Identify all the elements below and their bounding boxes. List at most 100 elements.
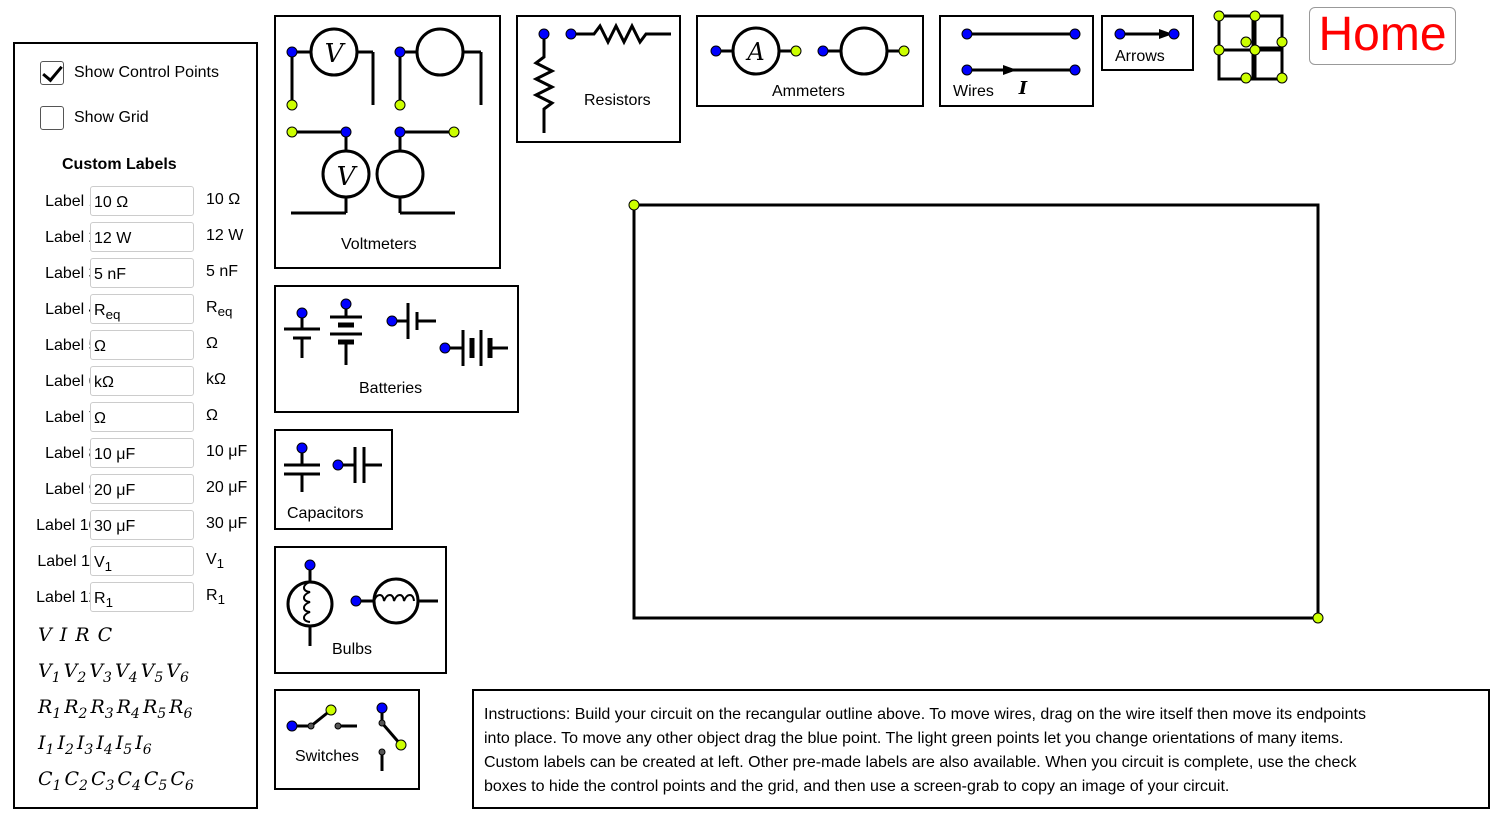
grid-tool-icon[interactable] — [1212, 10, 1288, 85]
math-symbol[interactable]: R5 — [142, 696, 167, 722]
custom-label-name: Label 3: — [45, 265, 102, 282]
voltmeters-label: Voltmeters — [341, 236, 417, 253]
math-symbol[interactable]: R4 — [116, 696, 140, 722]
math-symbol[interactable]: C4 — [117, 768, 141, 794]
home-button[interactable]: Home — [1309, 7, 1456, 65]
custom-label-input[interactable]: 10 μF — [90, 438, 194, 468]
math-symbol[interactable]: R1 — [38, 696, 62, 722]
custom-label-preview: 12 W — [206, 227, 244, 244]
custom-label-input[interactable]: V1 — [90, 546, 194, 576]
math-symbol[interactable]: V4 — [114, 660, 138, 686]
capacitor-symbols[interactable] — [274, 429, 393, 530]
circuit-outline[interactable] — [628, 198, 1328, 628]
outline-corner-handle-top-left[interactable] — [628, 199, 640, 211]
math-symbol[interactable]: I5 — [115, 732, 133, 758]
voltmeter-symbol-2: V — [337, 162, 358, 192]
bulbs-label: Bulbs — [332, 641, 373, 658]
switch-symbols[interactable] — [274, 689, 420, 790]
math-symbol[interactable]: R3 — [90, 696, 114, 722]
arrows-palette — [1101, 15, 1194, 71]
custom-label-name: Label 1: — [45, 193, 102, 210]
custom-label-input[interactable]: Ω — [90, 402, 194, 432]
bulb-symbols[interactable] — [274, 546, 447, 674]
wire-current-symbol: I — [1018, 78, 1028, 99]
math-symbol[interactable]: I2 — [57, 732, 74, 758]
custom-label-name: Label 10: — [36, 517, 102, 534]
custom-label-input[interactable]: Req — [90, 294, 194, 324]
math-symbol[interactable]: V3 — [89, 660, 112, 686]
custom-label-input[interactable]: 5 nF — [90, 258, 194, 288]
math-symbol[interactable]: I3 — [76, 732, 94, 758]
math-symbol[interactable]: I — [59, 624, 68, 646]
math-symbol[interactable]: C2 — [64, 768, 88, 794]
custom-label-input[interactable]: 10 Ω — [90, 186, 194, 216]
voltmeter-symbol-1: V — [325, 39, 346, 69]
math-symbol[interactable]: C3 — [90, 768, 115, 794]
custom-label-preview: 5 nF — [206, 263, 239, 280]
resistor-symbols[interactable] — [516, 15, 681, 143]
custom-label-input[interactable]: Ω — [90, 330, 194, 360]
math-symbol[interactable]: I1 — [38, 732, 55, 758]
math-symbol[interactable]: V — [38, 624, 52, 646]
show-control-points-toggle[interactable]: Show Control Points — [40, 61, 219, 85]
custom-label-preview: R1 — [206, 587, 225, 608]
capacitors-palette — [274, 429, 393, 530]
batteries-palette — [274, 285, 519, 413]
math-symbol[interactable]: C1 — [38, 768, 62, 794]
custom-label-input[interactable]: kΩ — [90, 366, 194, 396]
custom-label-input[interactable]: 12 W — [90, 222, 194, 252]
outline-corner-handle-bottom-right[interactable] — [1312, 612, 1324, 624]
show-grid-label: Show Grid — [74, 109, 149, 126]
instructions-box: Instructions: Build your circuit on the … — [472, 689, 1490, 809]
custom-label-preview: V1 — [206, 551, 225, 572]
custom-label-preview: 10 Ω — [206, 191, 241, 208]
custom-label-name: Label 12: — [36, 589, 102, 606]
arrow-symbol[interactable] — [1101, 15, 1194, 71]
math-symbol[interactable]: V5 — [140, 660, 164, 686]
custom-label-preview: 30 μF — [206, 515, 248, 532]
wire-symbols[interactable]: I — [939, 15, 1094, 107]
math-symbol[interactable]: V6 — [166, 660, 189, 686]
custom-label-name: Label 11: — [37, 553, 102, 570]
voltmeter-symbols[interactable]: V V — [274, 15, 501, 269]
battery-symbols[interactable] — [274, 285, 519, 413]
math-symbol[interactable]: R — [75, 624, 90, 646]
math-symbol[interactable]: C — [97, 624, 113, 646]
math-symbol[interactable]: R2 — [64, 696, 88, 722]
custom-label-input[interactable]: 20 μF — [90, 474, 194, 504]
math-symbol[interactable]: C5 — [143, 768, 168, 794]
math-symbol[interactable]: C6 — [170, 768, 194, 794]
math-symbol[interactable]: V1 — [38, 660, 61, 686]
math-symbol[interactable]: I4 — [96, 732, 113, 758]
math-symbol[interactable]: V2 — [63, 660, 87, 686]
math-symbol[interactable]: R6 — [169, 696, 193, 722]
instructions-line-2: into place. To move any other object dra… — [484, 730, 1344, 747]
custom-label-preview: 10 μF — [206, 443, 248, 460]
math-symbol[interactable]: I6 — [135, 732, 152, 758]
show-grid-checkbox[interactable] — [40, 106, 64, 130]
arrows-label: Arrows — [1115, 48, 1165, 65]
show-control-points-checkbox[interactable] — [40, 61, 64, 85]
custom-label-preview: kΩ — [206, 371, 226, 388]
custom-label-preview: Ω — [206, 335, 218, 352]
switches-label: Switches — [295, 748, 360, 765]
wires-label: Wires — [953, 83, 994, 100]
show-grid-toggle[interactable]: Show Grid — [40, 106, 149, 130]
resistors-label: Resistors — [584, 92, 651, 109]
ammeter-symbols[interactable]: A — [696, 15, 924, 107]
custom-label-input[interactable]: 30 μF — [90, 510, 194, 540]
custom-label-preview: Ω — [206, 407, 218, 424]
capacitors-label: Capacitors — [287, 505, 364, 522]
custom-label-name: Label 8: — [45, 445, 102, 462]
show-control-points-label: Show Control Points — [74, 64, 219, 81]
custom-label-name: Label 5: — [45, 337, 102, 354]
custom-label-input[interactable]: R1 — [90, 582, 194, 612]
instructions-line-3: Custom labels can be created at left. Ot… — [484, 754, 1357, 771]
custom-label-name: Label 9: — [45, 481, 102, 498]
